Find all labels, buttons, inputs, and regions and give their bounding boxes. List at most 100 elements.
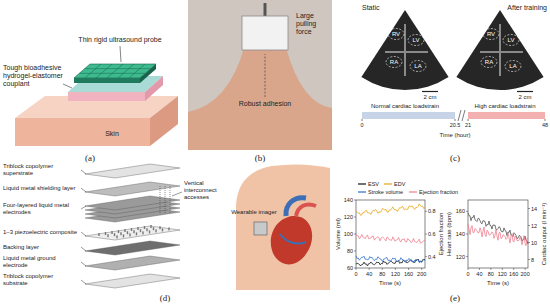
timeline-bar bbox=[458, 110, 461, 121]
tick-label: 80 bbox=[379, 271, 385, 277]
line-chart bbox=[490, 268, 491, 270]
tick-label: 40 bbox=[366, 271, 372, 277]
torso bbox=[236, 164, 330, 290]
leader-line bbox=[63, 84, 72, 88]
line-chart bbox=[356, 268, 357, 270]
legend-sample bbox=[409, 191, 417, 192]
exploded-layers bbox=[133, 230, 134, 233]
legend-sample bbox=[358, 191, 366, 192]
heart bbox=[271, 216, 312, 265]
line-chart bbox=[502, 268, 503, 270]
skin-block bbox=[150, 96, 178, 146]
line-chart bbox=[466, 234, 468, 235]
tick-label: 14 bbox=[531, 205, 537, 211]
tick-label: 100 bbox=[344, 231, 353, 237]
tick-label: 20.5 bbox=[450, 122, 461, 128]
leader-line bbox=[63, 46, 121, 88]
ultrasound-image bbox=[410, 61, 426, 72]
adhesion-photo bbox=[188, 48, 332, 150]
timeline-bar bbox=[362, 110, 545, 121]
part-label: Backing layer bbox=[3, 244, 79, 251]
legend-text: Ejection fraction bbox=[419, 189, 458, 195]
data-series bbox=[468, 224, 528, 246]
timeline-bar bbox=[545, 119, 546, 121]
ultrasound-image bbox=[385, 24, 523, 76]
line-chart bbox=[466, 211, 468, 212]
exploded-layers bbox=[168, 227, 169, 230]
part-label: 1–3 piezoelectric composite bbox=[3, 229, 79, 236]
part-label: Triblock copolymer substrate bbox=[3, 273, 79, 287]
part-label: Vertical interconnect accesses bbox=[184, 180, 230, 201]
phase-label: Normal cardiac loadstrain bbox=[371, 103, 439, 110]
image-title: Static bbox=[362, 4, 380, 12]
axis-title: Volume (ml) bbox=[335, 218, 342, 250]
tick-label: 0 bbox=[354, 271, 357, 277]
tick-label: 0.4 bbox=[428, 254, 436, 260]
leader-line bbox=[81, 247, 86, 251]
axis-title: Time (hour) bbox=[440, 132, 471, 139]
exploded-layers bbox=[160, 186, 161, 214]
scale-bar bbox=[422, 91, 533, 92]
ultrasound-image bbox=[456, 10, 543, 90]
tick-label: 12 bbox=[531, 222, 537, 228]
exploded-layers bbox=[153, 227, 154, 230]
tick-label: 48 bbox=[542, 122, 548, 128]
tick-label: 160 bbox=[509, 271, 518, 277]
line-chart bbox=[421, 268, 422, 270]
exploded-layers bbox=[149, 230, 150, 233]
line-chart bbox=[354, 234, 356, 235]
phase-label: High cardiac loadstrain bbox=[474, 103, 535, 110]
exploded-layers bbox=[111, 231, 112, 234]
timeline-bar bbox=[362, 119, 363, 121]
leader-line bbox=[172, 192, 182, 196]
exploded-layers bbox=[146, 228, 147, 231]
exploded-layers bbox=[159, 226, 160, 229]
legend-text: Stroke volume bbox=[368, 189, 403, 195]
ultrasound-image bbox=[388, 29, 404, 40]
ultrasound-image bbox=[386, 57, 402, 68]
tick-label: 80 bbox=[488, 271, 494, 277]
line-chart bbox=[354, 251, 356, 252]
line-chart bbox=[382, 268, 383, 270]
tick-label: 80 bbox=[347, 248, 353, 254]
exploded-layers bbox=[85, 226, 180, 240]
tick-label: 0.8 bbox=[428, 208, 436, 214]
tick-label: 40 bbox=[476, 271, 482, 277]
adhesion-photo bbox=[264, 3, 267, 16]
line-chart bbox=[354, 217, 356, 218]
hydrogel-couplant bbox=[68, 92, 145, 101]
part-label: Robust adhesion bbox=[239, 100, 292, 108]
part-label: Thin rigid ultrasound probe bbox=[64, 36, 176, 44]
line-chart bbox=[468, 200, 528, 268]
timeline-bar bbox=[462, 110, 465, 121]
legend-sample bbox=[384, 183, 392, 184]
ultrasound-probe bbox=[85, 68, 151, 69]
line-chart bbox=[466, 256, 468, 257]
exploded-layers bbox=[107, 234, 108, 237]
exploded-layers bbox=[118, 230, 119, 233]
tick-label: 8 bbox=[531, 256, 534, 262]
exploded-layers bbox=[85, 256, 180, 270]
timeline-bar bbox=[455, 119, 456, 121]
tick-label: 0 bbox=[360, 122, 363, 128]
tick-label: 160 bbox=[456, 208, 465, 214]
data-series bbox=[356, 256, 425, 263]
leader-line bbox=[81, 206, 86, 209]
leader-line bbox=[120, 46, 121, 62]
line-chart bbox=[395, 268, 396, 270]
adhesion-photo bbox=[188, 0, 332, 150]
tick-label: 120 bbox=[456, 254, 465, 260]
tick-label: 21 bbox=[465, 122, 471, 128]
tick-label: 10 bbox=[531, 239, 537, 245]
exploded-layers bbox=[136, 232, 137, 235]
line-chart bbox=[408, 268, 409, 270]
line-chart bbox=[354, 268, 356, 269]
part-label: Liquid metal ground electrode bbox=[3, 255, 79, 269]
legend-text: EDV bbox=[394, 181, 405, 187]
exploded-layers bbox=[120, 232, 121, 235]
tick-label: 200 bbox=[417, 271, 426, 277]
torso bbox=[236, 164, 330, 290]
chamber-label: LV bbox=[413, 37, 420, 44]
